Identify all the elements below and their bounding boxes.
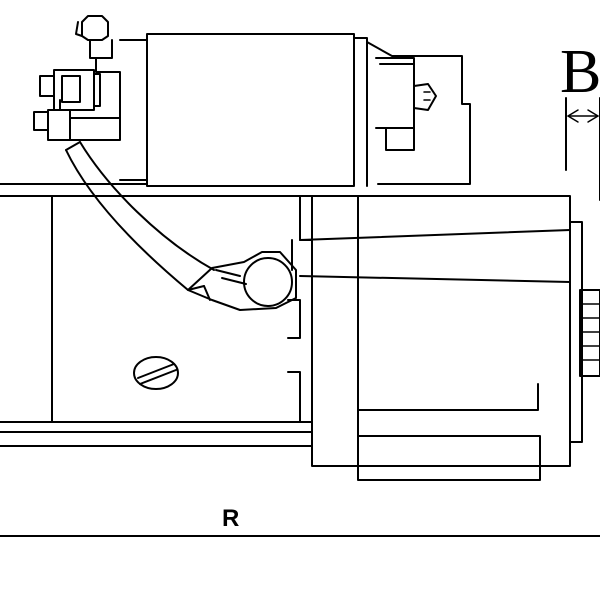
screw-icon	[133, 356, 179, 390]
cable-clamp	[187, 251, 297, 311]
cable	[65, 141, 215, 291]
dimension-b: B	[560, 38, 600, 201]
dimension-b-label: B	[560, 38, 600, 106]
dimension-r-label: R	[222, 505, 239, 532]
drive-end	[299, 195, 600, 481]
motor-housing	[0, 183, 313, 447]
dimension-r: R	[0, 505, 600, 537]
solenoid	[119, 33, 471, 187]
terminals	[33, 15, 121, 141]
